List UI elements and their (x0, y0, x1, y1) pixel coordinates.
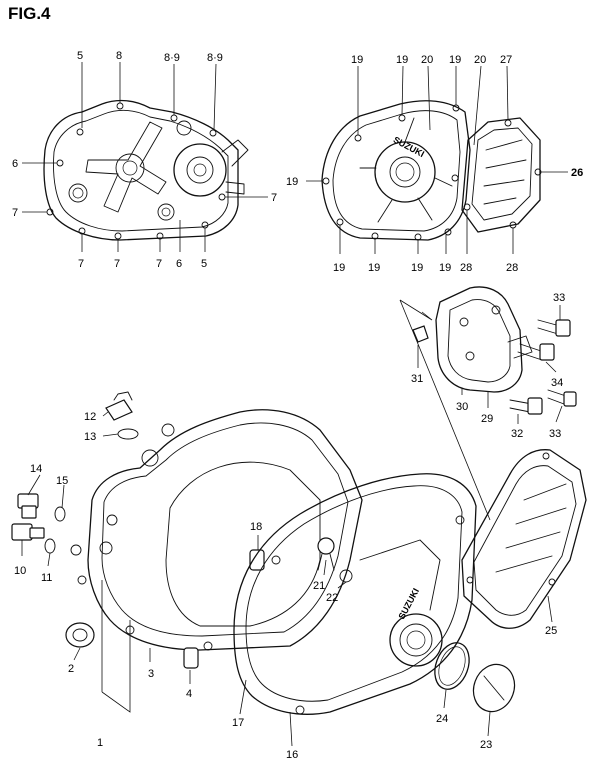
callout-31: 31 (411, 373, 423, 385)
callout-1: 1 (97, 737, 103, 749)
callout-labels: 5 8 8·9 8·9 6 7 7 7 7 7 6 5 19 19 20 19 … (12, 50, 583, 761)
callout-33b: 33 (549, 428, 561, 440)
callout-33a: 33 (553, 292, 565, 304)
callout-8-9a: 8·9 (164, 52, 180, 64)
callout-14: 14 (30, 463, 42, 475)
callout-19g: 19 (411, 262, 423, 274)
clutch-cover (65, 409, 363, 713)
bolt-33a (537, 319, 571, 337)
callout-7b: 7 (271, 192, 277, 204)
callout-5b: 5 (201, 258, 207, 270)
callout-19f: 19 (368, 262, 380, 274)
figure-title: FIG.4 (8, 4, 51, 23)
callout-4: 4 (186, 688, 192, 700)
callout-7d: 7 (114, 258, 120, 270)
cap-and-oring (434, 642, 516, 737)
callout-25: 25 (545, 625, 557, 637)
callout-8-9b: 8·9 (207, 52, 223, 64)
water-pump-assembly (399, 286, 577, 521)
callout-15: 15 (56, 475, 68, 487)
callout-7c: 7 (78, 258, 84, 270)
callout-8: 8 (116, 50, 122, 62)
callout-5a: 5 (77, 50, 83, 62)
bolt-33b (547, 389, 577, 407)
bolt-34 (517, 343, 555, 361)
callout-3: 3 (148, 668, 154, 680)
callout-7e: 7 (156, 258, 162, 270)
callout-19e: 19 (333, 262, 345, 274)
callout-19d: 19 (286, 176, 298, 188)
callout-17: 17 (232, 717, 244, 729)
drain-plugs (11, 391, 139, 567)
callout-27: 27 (500, 54, 512, 66)
callout-6b: 6 (176, 258, 182, 270)
callout-19h: 19 (439, 262, 451, 274)
bolt-32 (509, 397, 543, 415)
top-right-cover: SUZUKI (306, 65, 568, 254)
callout-19c: 19 (449, 54, 461, 66)
callout-24: 24 (436, 713, 448, 725)
callout-19b: 19 (396, 54, 408, 66)
callout-34: 34 (551, 377, 563, 389)
callout-7a: 7 (12, 207, 18, 219)
callout-16: 16 (286, 749, 298, 761)
callout-10: 10 (14, 565, 26, 577)
callout-2: 2 (68, 663, 74, 675)
callout-6a: 6 (12, 158, 18, 170)
callout-20b: 20 (474, 54, 486, 66)
guard-plate (461, 449, 587, 629)
callout-12: 12 (84, 411, 96, 423)
brand-mark-top: SUZUKI (392, 135, 426, 160)
callout-21: 21 (313, 580, 325, 592)
callout-22: 22 (326, 592, 338, 604)
callout-32: 32 (511, 428, 523, 440)
callout-29: 29 (481, 413, 493, 425)
callout-11: 11 (41, 572, 52, 584)
callout-13: 13 (84, 431, 96, 443)
callout-30: 30 (456, 401, 468, 413)
top-left-cover (22, 62, 268, 252)
callout-28a: 28 (460, 262, 472, 274)
callout-23: 23 (480, 739, 492, 751)
callout-20a: 20 (421, 54, 433, 66)
magneto-cover: SUZUKI (233, 473, 477, 747)
callout-19a: 19 (351, 54, 363, 66)
callout-18: 18 (250, 521, 262, 533)
callout-26: 26 (571, 167, 583, 179)
callout-28b: 28 (506, 262, 518, 274)
